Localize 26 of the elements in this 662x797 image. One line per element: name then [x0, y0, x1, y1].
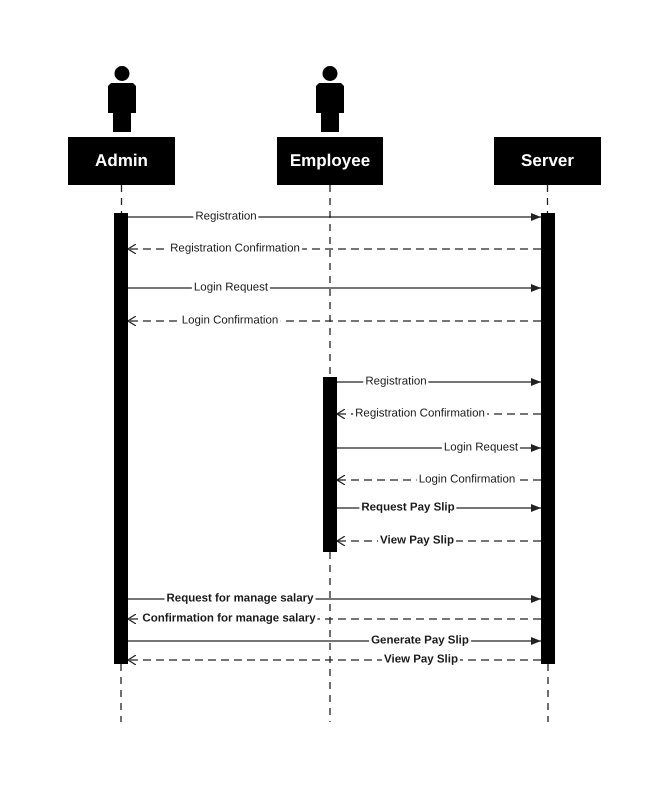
- message-label: Login Request: [442, 442, 520, 454]
- message-label: Registration: [363, 376, 429, 388]
- activation-bar: [323, 377, 337, 552]
- actor-box: [277, 137, 383, 185]
- actor-name: Admin: [95, 151, 148, 171]
- actor-box: [68, 137, 175, 185]
- message-label: View Pay Slip: [382, 654, 460, 666]
- message-label: Confirmation for manage salary: [140, 612, 318, 626]
- lifeline: [546, 185, 548, 213]
- message-label: Request Pay Slip: [359, 502, 457, 514]
- message-label: Registration Confirmation: [168, 242, 302, 256]
- message-label: Registration: [193, 210, 259, 224]
- message-label: Login Confirmation: [416, 474, 518, 486]
- message-label: Generate Pay Slip: [369, 634, 471, 648]
- actor-name: Server: [521, 151, 574, 171]
- lifeline: [329, 185, 331, 377]
- message-label: Login Request: [192, 282, 270, 294]
- activation-bar: [541, 213, 555, 664]
- message-label: Request for manage salary: [164, 592, 316, 606]
- activation-bar: [114, 213, 128, 664]
- actor-name: Employee: [290, 151, 370, 171]
- message-label: View Pay Slip: [378, 534, 456, 548]
- message-label: Login Confirmation: [180, 314, 280, 328]
- message-label: Registration Confirmation: [353, 408, 487, 420]
- actor-box: [494, 137, 601, 185]
- lifeline: [120, 185, 122, 213]
